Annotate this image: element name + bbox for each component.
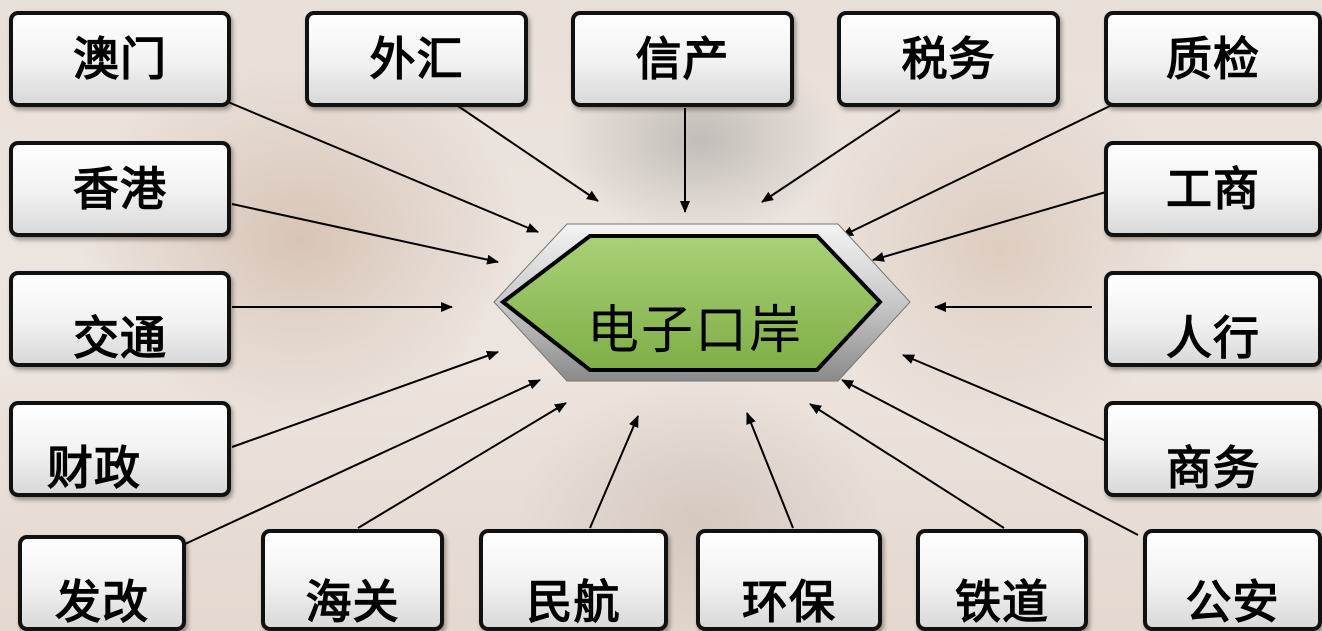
arrow-macau	[227, 101, 539, 233]
agency-box-central-bank: 人行	[1104, 271, 1322, 367]
agency-box-transport: 交通	[9, 271, 231, 367]
agency-box-commerce: 商务	[1104, 401, 1322, 497]
arrow-railway	[809, 403, 1005, 529]
agency-box-finance: 财政	[9, 401, 231, 497]
agency-box-hongkong: 香港	[9, 141, 231, 237]
hub	[493, 223, 911, 382]
arrow-commerce-industry	[872, 191, 1107, 262]
agency-box-railway: 铁道	[916, 529, 1088, 631]
agency-box-public-security: 公安	[1143, 529, 1322, 631]
arrow-hongkong	[231, 203, 499, 265]
arrow-public-security	[841, 379, 1139, 536]
agency-box-forex: 外汇	[305, 11, 528, 107]
arrow-finance	[231, 350, 499, 448]
agency-box-civil-aviation: 民航	[479, 529, 668, 631]
agency-box-environment: 环保	[696, 529, 882, 631]
agency-box-development-reform: 发改	[18, 535, 186, 631]
arrow-tax	[761, 109, 901, 203]
agency-box-quality: 质检	[1104, 11, 1322, 107]
agency-box-macau: 澳门	[9, 11, 231, 107]
agency-box-commerce-industry: 工商	[1104, 141, 1322, 237]
agency-box-customs: 海关	[261, 529, 444, 631]
hub-label: 电子口岸	[586, 300, 803, 361]
arrow-quality	[841, 104, 1113, 237]
arrow-commerce	[902, 354, 1124, 449]
arrow-development-reform	[184, 379, 541, 545]
arrow-forex	[457, 105, 599, 202]
agency-box-it-industry: 信产	[571, 11, 794, 107]
hub-shape	[499, 234, 883, 372]
arrow-environment	[746, 412, 794, 529]
arrow-civil-aviation	[589, 415, 639, 529]
agency-box-tax: 税务	[837, 11, 1060, 107]
arrow-customs	[357, 402, 567, 529]
arrows	[184, 101, 1139, 545]
